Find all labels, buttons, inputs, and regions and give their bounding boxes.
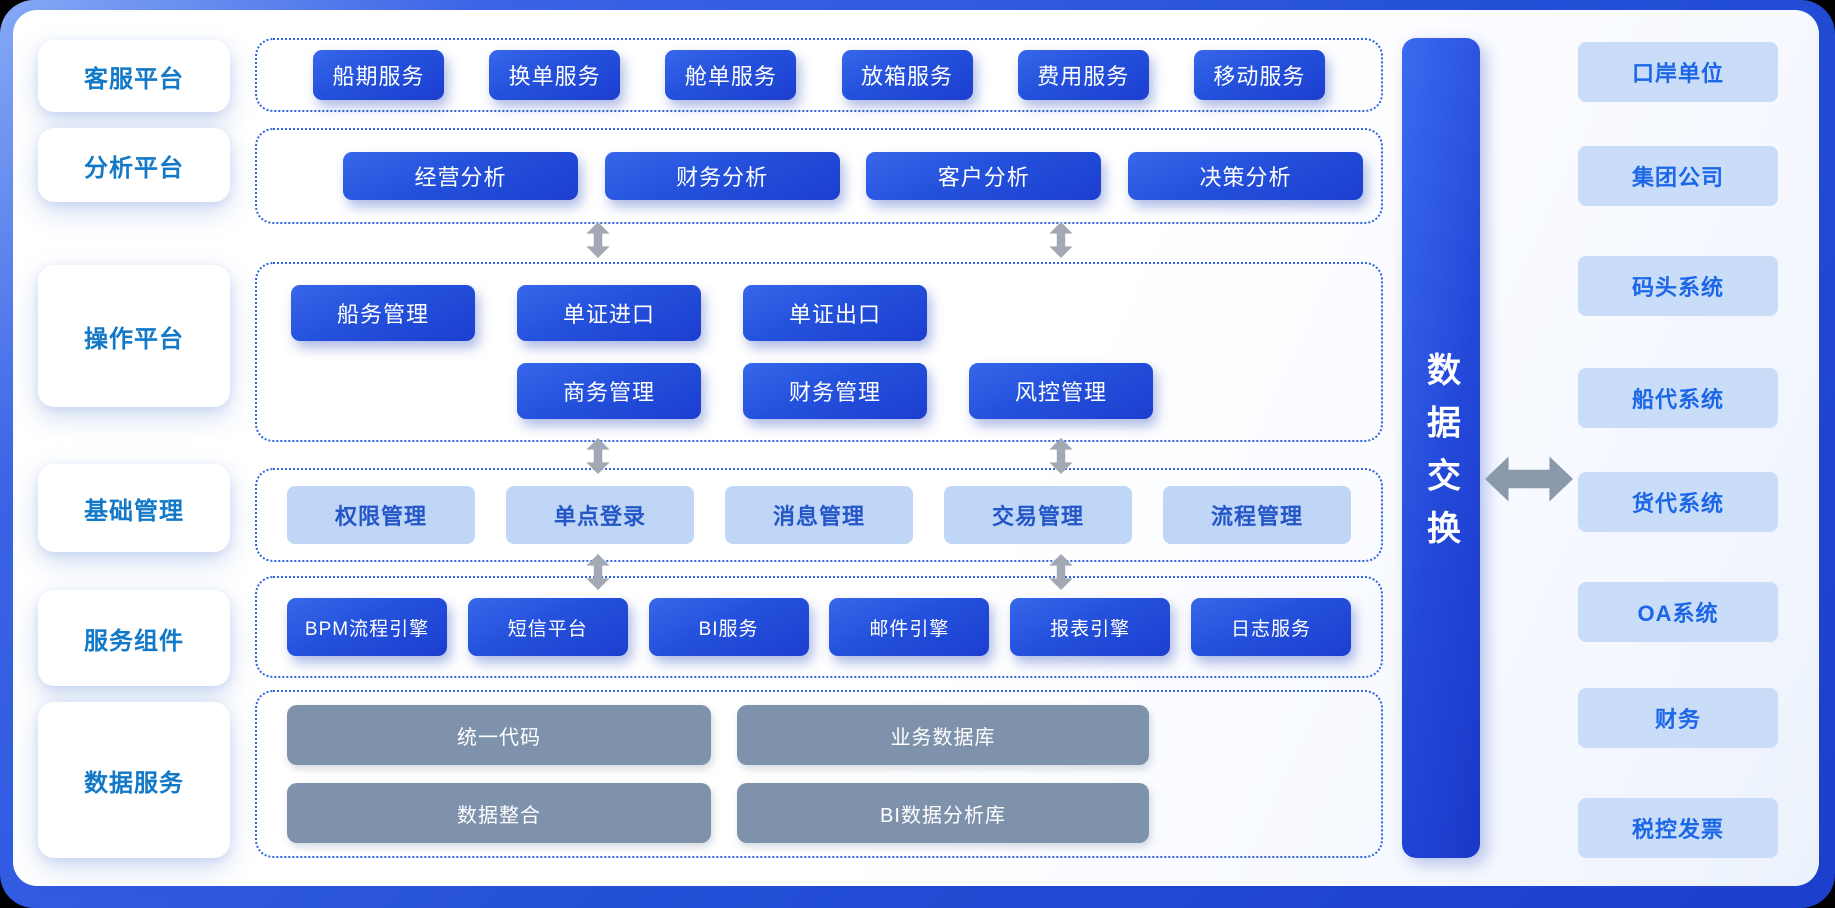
block-transaction-management: 交易管理 [944,486,1132,544]
block-bi-service: BI服务 [648,598,809,656]
block-shipping-management: 船务管理 [291,285,475,341]
block-manifest-service: 舱单服务 [665,50,797,100]
block-unified-code: 统一代码 [287,705,711,765]
double-arrow-vertical-icon [586,438,610,474]
block-decision-analysis: 决策分析 [1127,152,1363,200]
layer-label-data-service: 数据服务 [38,702,230,858]
layer-label-base-management: 基础管理 [38,464,230,552]
block-import-documents: 单证进口 [517,285,701,341]
double-arrow-vertical-icon [586,222,610,258]
base-management-section: 权限管理 单点登录 消息管理 交易管理 流程管理 [255,468,1383,562]
customer-service-section: 船期服务 换单服务 舱单服务 放箱服务 费用服务 移动服务 [255,38,1383,112]
block-commerce-management: 商务管理 [517,363,701,419]
block-sms-platform: 短信平台 [467,598,628,656]
block-bpm-engine: BPM流程引擎 [287,598,447,656]
external-tax-invoice: 税控发票 [1578,798,1778,858]
block-business-database: 业务数据库 [737,705,1149,765]
block-finance-analysis: 财务分析 [604,152,840,200]
external-finance: 财务 [1578,688,1778,748]
service-components-section: BPM流程引擎 短信平台 BI服务 邮件引擎 报表引擎 日志服务 [255,576,1383,678]
block-finance-management: 财务管理 [743,363,927,419]
analysis-section: 经营分析 财务分析 客户分析 决策分析 [255,128,1383,224]
block-data-integration: 数据整合 [287,783,711,843]
layer-label-operation-platform: 操作平台 [38,265,230,407]
double-arrow-vertical-icon [1049,554,1073,590]
layer-label-analysis-platform: 分析平台 [38,128,230,202]
double-arrow-vertical-icon [586,554,610,590]
block-message-management: 消息管理 [725,486,913,544]
external-group-company: 集团公司 [1578,146,1778,206]
block-mail-engine: 邮件引擎 [829,598,990,656]
external-oa-system: OA系统 [1578,582,1778,642]
external-freight-forwarder-system: 货代系统 [1578,472,1778,532]
block-mobile-service: 移动服务 [1193,50,1325,100]
block-do-exchange-service: 换单服务 [489,50,621,100]
block-permission-management: 权限管理 [287,486,475,544]
double-arrow-vertical-icon [1049,438,1073,474]
layer-label-customer-service-platform: 客服平台 [38,40,230,112]
block-workflow-management: 流程管理 [1163,486,1351,544]
block-customer-analysis: 客户分析 [866,152,1102,200]
block-business-analysis: 经营分析 [343,152,578,200]
block-bi-analysis-database: BI数据分析库 [737,783,1149,843]
block-log-service: 日志服务 [1190,598,1351,656]
data-service-row-1: 统一代码 业务数据库 [287,705,1381,765]
data-service-row-2: 数据整合 BI数据分析库 [287,783,1381,843]
block-export-documents: 单证出口 [743,285,927,341]
external-shipping-agent-system: 船代系统 [1578,368,1778,428]
layer-label-service-components: 服务组件 [38,590,230,686]
external-port-unit: 口岸单位 [1578,42,1778,102]
block-fee-service: 费用服务 [1017,50,1149,100]
double-arrow-horizontal-icon [1485,456,1573,502]
block-schedule-service: 船期服务 [313,50,444,100]
block-report-engine: 报表引擎 [1010,598,1171,656]
diagram-background: 客服平台 分析平台 操作平台 基础管理 服务组件 数据服务 船期服务 换单服务 … [13,10,1819,886]
operation-section: 船务管理 单证进口 单证出口 商务管理 财务管理 风控管理 [255,262,1383,442]
double-arrow-vertical-icon [1049,222,1073,258]
block-risk-management: 风控管理 [969,363,1153,419]
data-service-section: 统一代码 业务数据库 数据整合 BI数据分析库 [255,690,1383,858]
external-terminal-system: 码头系统 [1578,256,1778,316]
data-exchange-bar: 数据交换 [1402,38,1480,858]
block-container-release-service: 放箱服务 [841,50,973,100]
block-single-sign-on: 单点登录 [506,486,694,544]
